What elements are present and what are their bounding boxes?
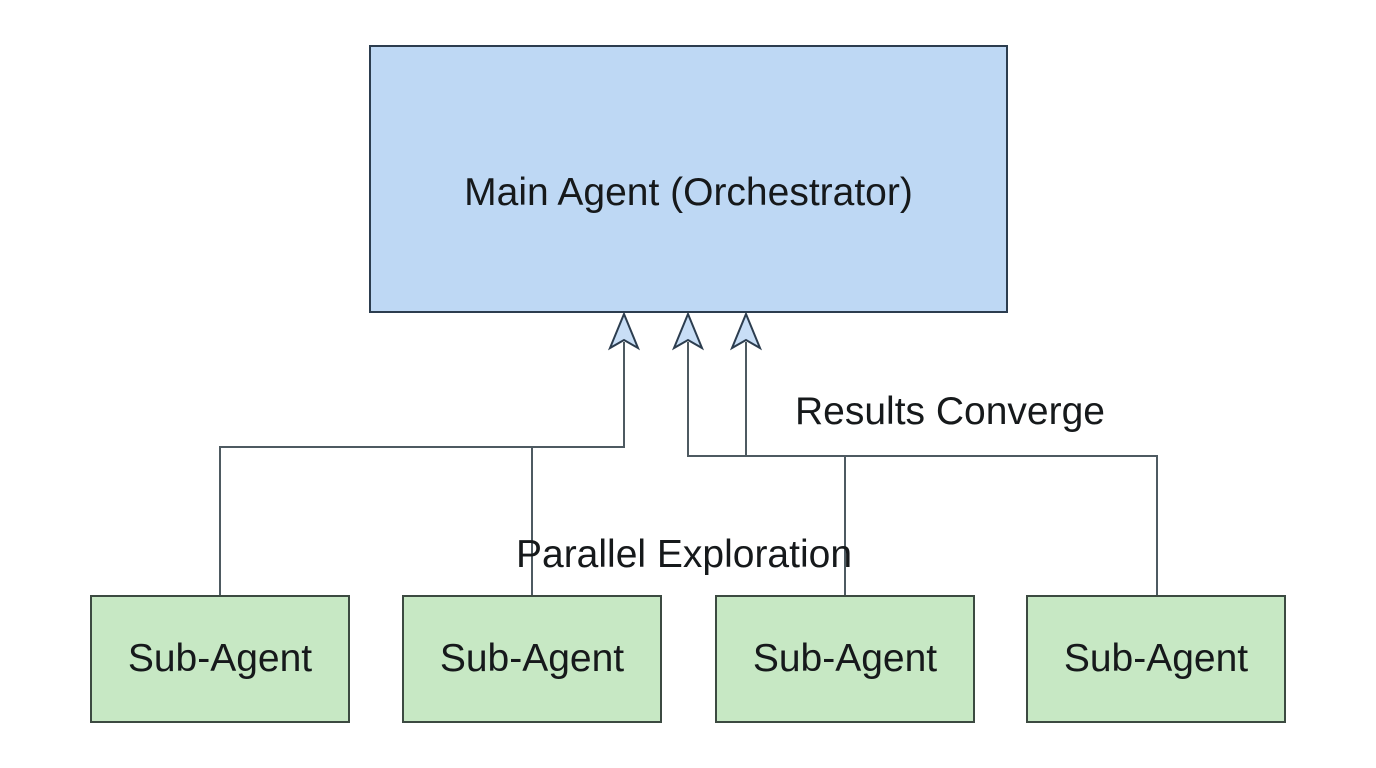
- node-sub-agent-1: Sub-Agent: [90, 595, 350, 723]
- sub-agent-2-label: Sub-Agent: [439, 637, 625, 680]
- arrowhead-2-icon: [671, 311, 705, 351]
- arrowhead-1-icon: [607, 311, 641, 351]
- arrowhead-3-icon: [729, 311, 763, 351]
- node-sub-agent-4: Sub-Agent: [1026, 595, 1286, 723]
- edge-left-tree: [219, 342, 625, 596]
- label-parallel-exploration: Parallel Exploration: [515, 533, 853, 576]
- sub-agent-1-label: Sub-Agent: [127, 637, 313, 680]
- sub-agent-4-label: Sub-Agent: [1063, 637, 1249, 680]
- node-sub-agent-3: Sub-Agent: [715, 595, 975, 723]
- node-main-agent: Main Agent (Orchestrator): [369, 45, 1008, 313]
- label-results-converge: Results Converge: [795, 390, 1105, 433]
- node-sub-agent-2: Sub-Agent: [402, 595, 662, 723]
- edge-right-tree: [687, 342, 1158, 596]
- sub-agent-3-label: Sub-Agent: [752, 637, 938, 680]
- main-agent-label: Main Agent (Orchestrator): [464, 171, 913, 214]
